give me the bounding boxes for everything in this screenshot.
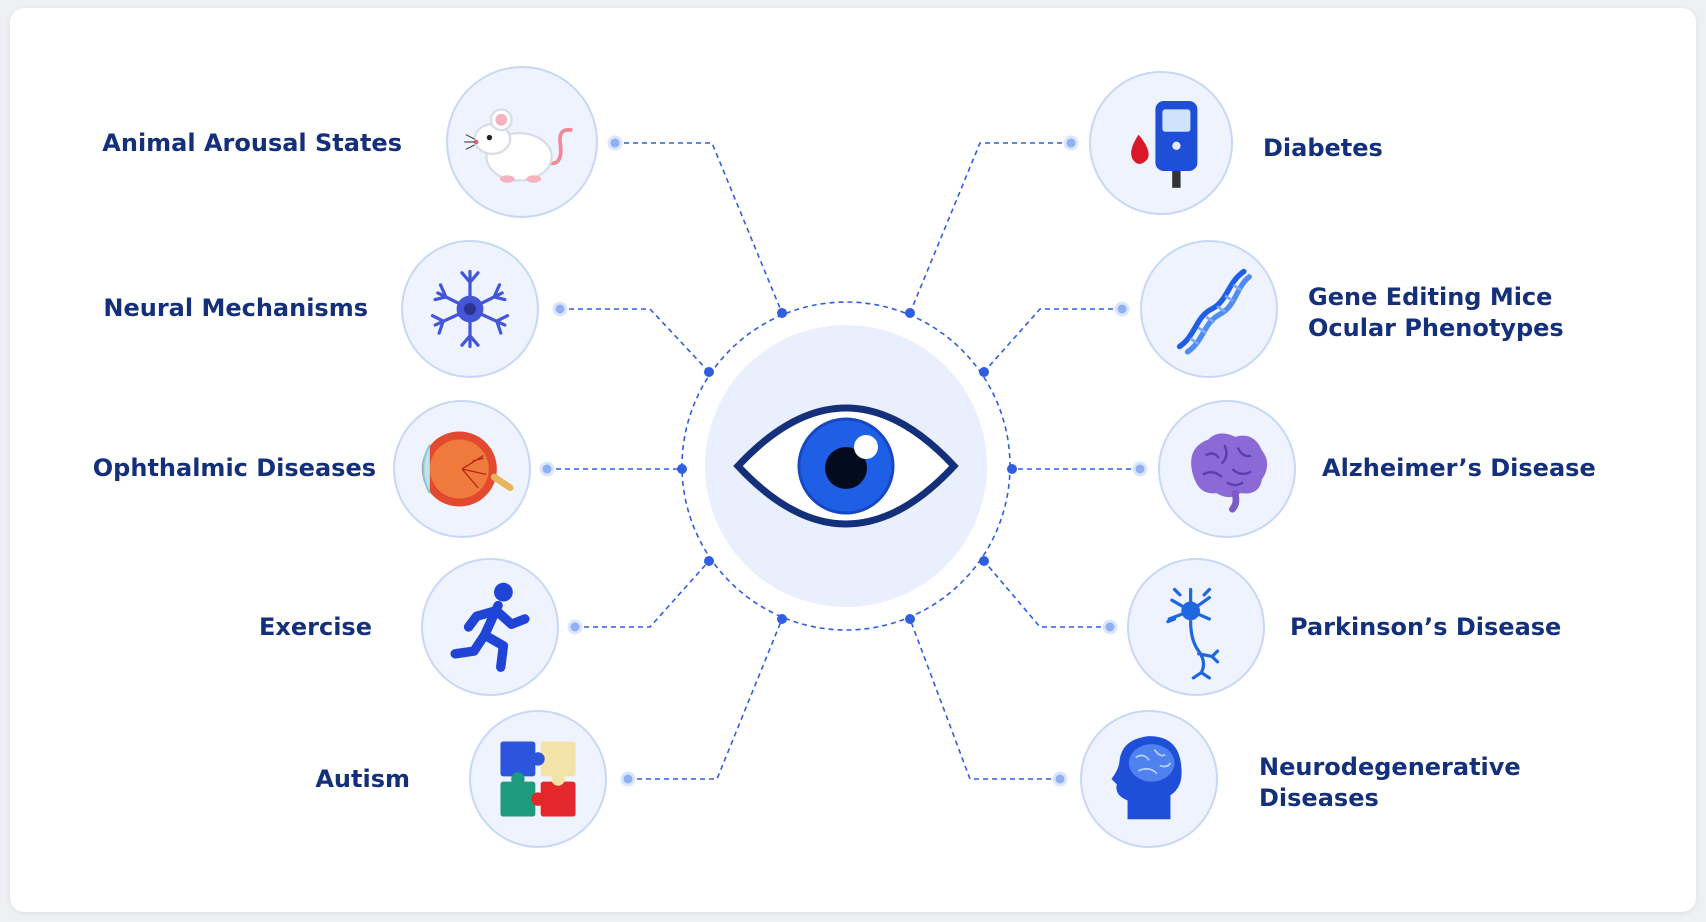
endpoint-dot bbox=[607, 135, 623, 151]
junction-dot bbox=[777, 308, 787, 318]
ophthalmic-diseases-node[interactable] bbox=[393, 400, 531, 538]
label-gene-editing-mice: Gene Editing Mice Ocular Phenotypes bbox=[1308, 283, 1564, 342]
autism-node[interactable] bbox=[469, 710, 607, 848]
endpoint-dot bbox=[1052, 771, 1068, 787]
label-ophthalmic-diseases: Ophthalmic Diseases bbox=[92, 454, 376, 482]
label-parkinsons-disease: Parkinson’s Disease bbox=[1290, 613, 1562, 641]
glucose-meter-icon bbox=[1131, 101, 1198, 188]
neuron-icon bbox=[430, 269, 510, 349]
puzzle-icon bbox=[500, 741, 576, 817]
neural-mechanisms-node[interactable] bbox=[401, 240, 539, 378]
eyeball-anatomy-icon bbox=[421, 431, 514, 507]
endpoint-dot bbox=[1114, 301, 1130, 317]
neurodegenerative-node[interactable] bbox=[1080, 710, 1218, 848]
runner-icon bbox=[450, 582, 530, 672]
label-autism: Autism bbox=[315, 765, 410, 793]
parkinsons-node[interactable] bbox=[1127, 558, 1265, 696]
head-brain-icon bbox=[1111, 736, 1182, 820]
label-alzheimers-disease: Alzheimer’s Disease bbox=[1322, 454, 1596, 482]
junction-dot bbox=[905, 614, 915, 624]
connector-parkinsons bbox=[983, 560, 1110, 628]
connector-gene-editing bbox=[983, 308, 1122, 373]
junction-dot bbox=[1007, 464, 1017, 474]
eye-icon bbox=[733, 404, 959, 528]
connector-exercise bbox=[575, 560, 710, 628]
endpoint-dot bbox=[1102, 619, 1118, 635]
label-animal-arousal-states: Animal Arousal States bbox=[102, 129, 402, 157]
label-exercise: Exercise bbox=[258, 613, 372, 641]
junction-dot bbox=[979, 367, 989, 377]
connector-neural-mechanisms bbox=[560, 308, 710, 373]
endpoint-dot bbox=[1063, 135, 1079, 151]
endpoint-dot bbox=[567, 619, 583, 635]
endpoint-dot bbox=[539, 461, 555, 477]
junction-dot bbox=[777, 614, 787, 624]
mouse-icon bbox=[464, 108, 573, 183]
gene-editing-node[interactable] bbox=[1140, 240, 1278, 378]
junction-dot bbox=[905, 308, 915, 318]
connector-autism bbox=[628, 618, 783, 780]
neuron-cell-icon bbox=[1166, 587, 1220, 680]
label-diabetes: Diabetes bbox=[1263, 134, 1383, 162]
label-neurodegenerative-diseases: Neurodegenerative Diseases bbox=[1259, 753, 1521, 812]
endpoint-dot bbox=[1132, 461, 1148, 477]
connector-animal-arousal bbox=[615, 142, 783, 314]
endpoint-dot bbox=[620, 771, 636, 787]
junction-dot bbox=[677, 464, 687, 474]
diabetes-node[interactable] bbox=[1089, 71, 1233, 215]
central-hub bbox=[705, 325, 987, 607]
exercise-node[interactable] bbox=[421, 558, 559, 696]
connector-diabetes bbox=[909, 142, 1071, 314]
alzheimers-node[interactable] bbox=[1158, 400, 1296, 538]
brain-icon bbox=[1191, 433, 1268, 513]
animal-arousal-node[interactable] bbox=[446, 66, 598, 218]
endpoint-dot bbox=[552, 301, 568, 317]
junction-dot bbox=[979, 556, 989, 566]
dna-icon bbox=[1176, 268, 1252, 355]
connector-neurodegenerative bbox=[909, 618, 1060, 780]
label-neural-mechanisms: Neural Mechanisms bbox=[103, 294, 368, 322]
junction-dot bbox=[704, 367, 714, 377]
junction-dot bbox=[704, 556, 714, 566]
